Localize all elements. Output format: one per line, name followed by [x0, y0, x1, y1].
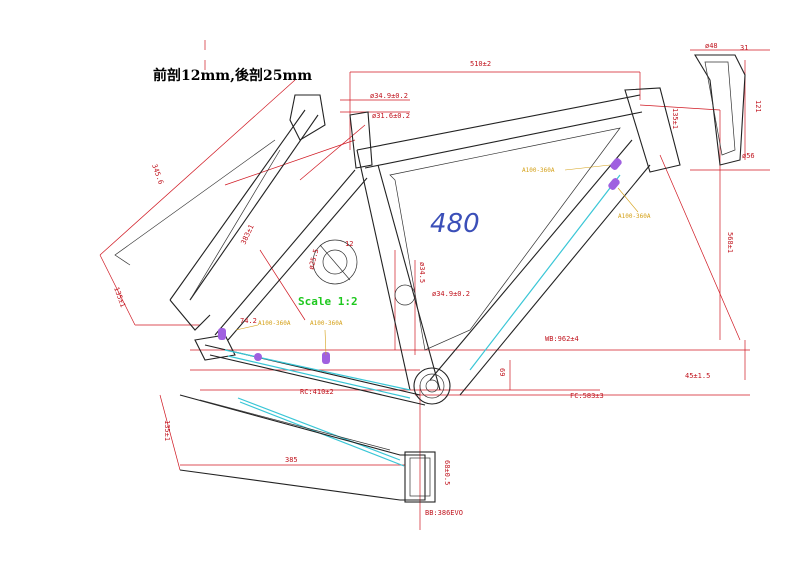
- spec-a4: A100-360A: [310, 320, 343, 327]
- dimension-lines: [99, 40, 770, 530]
- dim-front-center: FC:583±3: [570, 392, 604, 400]
- dim-reach-right: 568±1: [726, 232, 734, 253]
- dim-fork-drop: 45±1.5: [685, 372, 710, 380]
- chainstay-detail: [179, 394, 436, 503]
- dim-stay-385: 385: [285, 456, 298, 464]
- dim-bb-shell: BB:386EVO: [425, 509, 463, 517]
- dim-wheelbase: WB:962±4: [545, 335, 579, 343]
- dim-seat-bot: ø56: [742, 152, 755, 160]
- spec-leaders: [235, 164, 639, 356]
- dim-seat-top: ø48: [705, 42, 718, 50]
- dim-fork-offset: 135±1: [112, 286, 127, 309]
- dim-stay-135: 135±1: [163, 420, 171, 441]
- dim-head-angle: 135±1: [671, 108, 679, 129]
- cable-ports: [218, 158, 622, 364]
- scale-detail: [312, 239, 416, 306]
- dim-seat-len: 121: [754, 100, 762, 113]
- dim-bb-width: 68±0.5: [443, 460, 451, 485]
- dim-bb-drop: 69: [498, 368, 506, 376]
- frame-size-label: 480: [430, 209, 480, 239]
- dim-seat-tube: 383±1: [240, 223, 256, 245]
- dim-head-d2: ø31.6±0.2: [372, 112, 410, 120]
- spec-a1: A100-360A: [522, 167, 555, 174]
- dim-bb-d2: ø34.5: [418, 262, 426, 283]
- dim-head-d1: ø34.9±0.2: [370, 92, 408, 100]
- fork-drawing: [114, 94, 326, 331]
- dim-fork-length: 345.6: [150, 163, 165, 186]
- dim-seat-31: 31: [740, 44, 748, 52]
- main-frame: [194, 87, 681, 406]
- dim-detail-12: 12: [345, 240, 353, 248]
- scale-label: Scale 1:2: [298, 295, 358, 308]
- dim-detail-angle: ø25.5: [307, 248, 320, 270]
- seatpost-detail: [694, 54, 746, 166]
- section-note: 前剖12mm,後剖25mm: [153, 67, 312, 84]
- dim-bb-d1: ø34.9±0.2: [432, 290, 470, 298]
- spec-a2: A100-360A: [618, 213, 651, 220]
- dim-angle-74: 74.2: [240, 317, 257, 325]
- dim-chainstay: RC:410±2: [300, 388, 334, 396]
- spec-a3: A100-360A: [258, 320, 291, 327]
- dim-top-length: 510±2: [470, 60, 491, 68]
